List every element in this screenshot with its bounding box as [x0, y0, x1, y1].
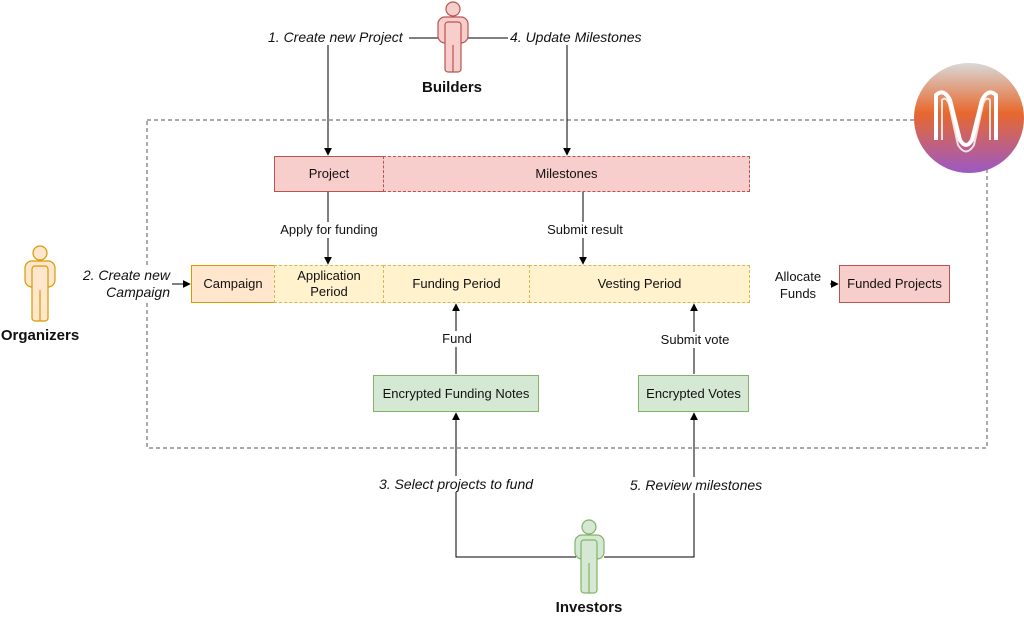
review-milestones-label: 5. Review milestones	[627, 477, 765, 493]
milestones-label: Milestones	[535, 166, 598, 181]
logo-icon	[914, 63, 1024, 173]
update-milestones-label: 4. Update Milestones	[508, 29, 644, 45]
funded-projects-box: Funded Projects	[839, 265, 950, 303]
organizers-label: Organizers	[0, 327, 80, 344]
investors-label: Investors	[555, 599, 623, 616]
campaign-label: Campaign	[203, 276, 263, 291]
apply-for-funding-label: Apply for funding	[278, 222, 380, 238]
arrow-review-milestones	[604, 412, 698, 558]
project-label: Project	[308, 166, 350, 181]
campaign-box: Campaign	[191, 265, 275, 303]
encrypted-votes-box: Encrypted Votes	[638, 375, 749, 412]
encrypted-funding-notes-label: Encrypted Funding Notes	[382, 385, 530, 401]
create-campaign-label: 2. Create new Campaign	[66, 267, 172, 301]
application-period-box: Application Period	[274, 265, 384, 303]
submit-result-label: Submit result	[545, 222, 625, 238]
vesting-period-box: Vesting Period	[529, 265, 750, 303]
funding-period-label: Funding Period	[412, 276, 501, 291]
arrow-select-projects	[452, 412, 576, 558]
encrypted-votes-label: Encrypted Votes	[646, 385, 741, 401]
submit-vote-label: Submit vote	[658, 332, 732, 348]
encrypted-funding-notes-box: Encrypted Funding Notes	[373, 375, 539, 412]
organizer-actor-icon	[24, 245, 56, 322]
project-box: Project	[274, 156, 384, 192]
vesting-period-label: Vesting Period	[597, 276, 682, 291]
funded-projects-label: Funded Projects	[847, 276, 942, 291]
fund-label: Fund	[440, 331, 474, 347]
funding-period-box: Funding Period	[383, 265, 530, 303]
allocate-funds-label: Allocate Funds	[766, 268, 830, 302]
builders-label: Builders	[421, 79, 483, 96]
application-period-label: Application Period	[297, 268, 361, 299]
milestones-box: Milestones	[383, 156, 750, 192]
select-projects-label: 3. Select projects to fund	[376, 476, 536, 492]
create-project-label: 1. Create new Project	[266, 29, 405, 45]
investor-actor-icon	[574, 519, 605, 594]
builder-actor-icon	[437, 1, 469, 73]
